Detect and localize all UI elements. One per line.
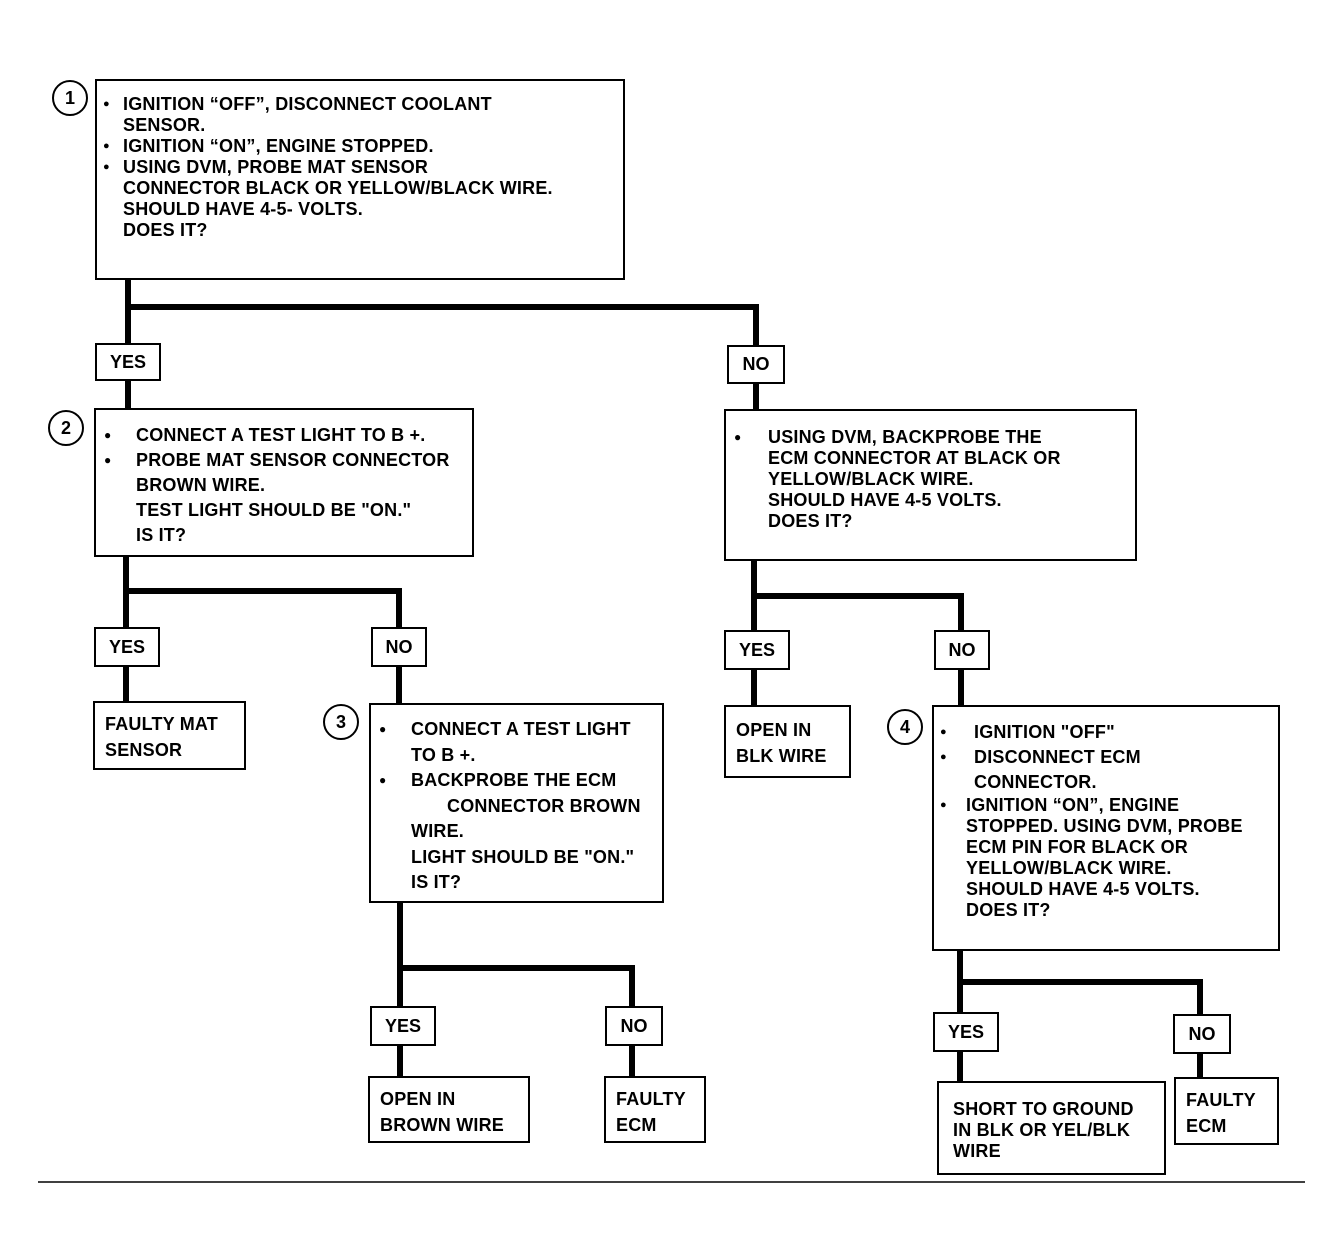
step-1-line: SHOULD HAVE 4-5- VOLTS. [123, 199, 363, 219]
result-line: ECM [1186, 1116, 1227, 1136]
result-faulty-mat-sensor: FAULTY MAT SENSOR [93, 701, 246, 770]
answer-yes-label: YES [933, 1012, 999, 1052]
step-2-line: PROBE MAT SENSOR CONNECTOR [96, 448, 472, 473]
result-line: OPEN IN [736, 720, 812, 740]
step-4-marker: 4 [887, 709, 923, 745]
check-ecm-line: USING DVM, BACKPROBE THE [726, 427, 1135, 448]
step-1-box: IGNITION “OFF”, DISCONNECT COOLANT SENSO… [95, 79, 625, 280]
step-1-line: CONNECTOR BLACK OR YELLOW/BLACK WIRE. [123, 178, 553, 198]
step-4-line: SHOULD HAVE 4-5 VOLTS. [966, 879, 1200, 899]
step-3-box: CONNECT A TEST LIGHT TO B +. BACKPROBE T… [369, 703, 664, 903]
result-line: SENSOR [105, 740, 183, 760]
step-4-line: DOES IT? [966, 900, 1051, 920]
result-line: BROWN WIRE [380, 1115, 504, 1135]
step-3-line: CONNECT A TEST LIGHT [371, 717, 662, 743]
step-3-line: WIRE. [411, 821, 464, 841]
result-faulty-ecm: FAULTY ECM [604, 1076, 706, 1143]
answer-yes-label: YES [724, 630, 790, 670]
step-3-line: LIGHT SHOULD BE "ON." [411, 846, 635, 867]
result-open-brown-wire: OPEN IN BROWN WIRE [368, 1076, 530, 1143]
result-open-blk-wire: OPEN IN BLK WIRE [724, 705, 851, 778]
answer-yes-label: YES [370, 1006, 436, 1046]
result-line: FAULTY [616, 1089, 686, 1109]
check-ecm-line: YELLOW/BLACK WIRE. [768, 469, 974, 489]
step-2-line: CONNECT A TEST LIGHT TO B +. [96, 423, 472, 448]
result-short-to-ground: SHORT TO GROUND IN BLK OR YEL/BLK WIRE [937, 1081, 1166, 1175]
step-4-box: IGNITION "OFF" DISCONNECT ECM CONNECTOR.… [932, 705, 1280, 951]
answer-yes-label: YES [94, 627, 160, 667]
step-4-line: CONNECTOR. [974, 772, 1097, 792]
step-1-line: IGNITION “OFF”, DISCONNECT COOLANT [97, 94, 623, 115]
answer-no-label: NO [727, 345, 785, 384]
answer-no-label: NO [1173, 1014, 1231, 1054]
step-1-line: SENSOR. [123, 115, 206, 135]
step-2-marker: 2 [48, 410, 84, 446]
step-4-line: IGNITION “ON”, ENGINE [934, 795, 1278, 816]
step-4-line: IGNITION "OFF" [934, 720, 1278, 745]
result-line: IN BLK OR YEL/BLK [953, 1120, 1131, 1140]
step-1-marker: 1 [52, 80, 88, 116]
result-line: FAULTY [1186, 1090, 1256, 1110]
step-1-line: IGNITION “ON”, ENGINE STOPPED. [97, 136, 623, 157]
check-ecm-line: ECM CONNECTOR AT BLACK OR [768, 448, 1061, 468]
step-3-line: TO B +. [411, 744, 476, 765]
step-4-line: DISCONNECT ECM [934, 745, 1278, 770]
step-3-line: BACKPROBE THE ECM [371, 768, 662, 794]
check-ecm-line: SHOULD HAVE 4-5 VOLTS. [768, 490, 1002, 510]
step-4-line: ECM PIN FOR BLACK OR [966, 837, 1188, 857]
result-line: OPEN IN [380, 1089, 456, 1109]
step-3-marker: 3 [323, 704, 359, 740]
answer-no-label: NO [371, 627, 427, 667]
step-3-line: IS IT? [411, 872, 462, 892]
step-2-box: CONNECT A TEST LIGHT TO B +. PROBE MAT S… [94, 408, 474, 557]
result-line: ECM [616, 1115, 657, 1135]
result-line: BLK WIRE [736, 746, 827, 766]
step-1-line: USING DVM, PROBE MAT SENSOR [97, 157, 623, 178]
step-3-number: 3 [335, 711, 346, 732]
step-1-number: 1 [64, 87, 75, 108]
step-2-line: TEST LIGHT SHOULD BE "ON." [136, 500, 412, 520]
step-4-line: YELLOW/BLACK WIRE. [966, 858, 1172, 878]
step-4-line: STOPPED. USING DVM, PROBE [966, 816, 1243, 836]
step-3-line: CONNECTOR BROWN [447, 795, 641, 816]
check-ecm-connector-box: USING DVM, BACKPROBE THE ECM CONNECTOR A… [724, 409, 1137, 561]
step-4-number: 4 [899, 716, 910, 737]
answer-yes-label: YES [95, 343, 161, 381]
result-faulty-ecm: FAULTY ECM [1174, 1077, 1279, 1145]
step-1-line: DOES IT? [123, 220, 208, 240]
step-2-number: 2 [60, 417, 71, 438]
result-line: SHORT TO GROUND [953, 1099, 1134, 1119]
step-2-line: BROWN WIRE. [136, 475, 266, 495]
answer-no-label: NO [934, 630, 990, 670]
answer-no-label: NO [605, 1006, 663, 1046]
result-line: FAULTY MAT [105, 714, 218, 734]
step-2-line: IS IT? [136, 525, 187, 545]
check-ecm-line: DOES IT? [768, 511, 853, 531]
result-line: WIRE [953, 1141, 1001, 1161]
